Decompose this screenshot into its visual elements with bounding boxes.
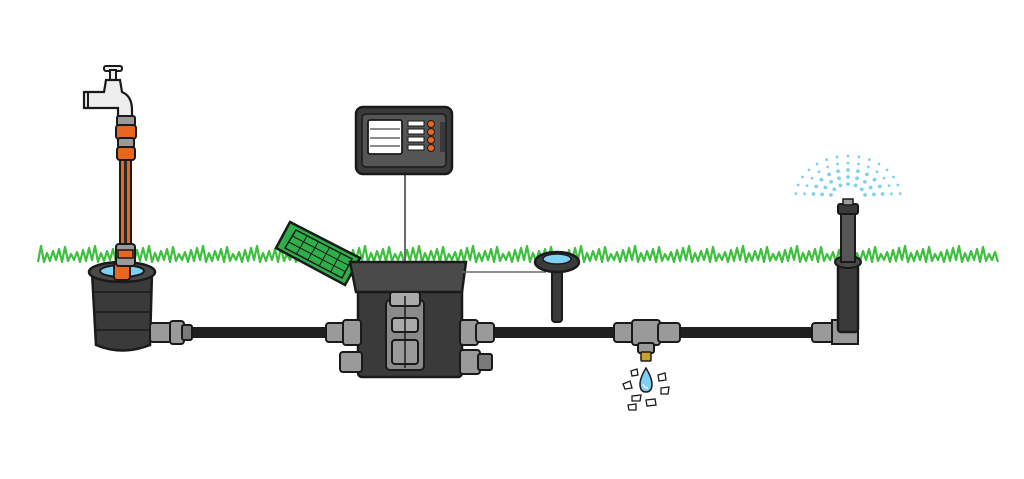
spray-dot xyxy=(823,185,828,190)
spray-dot xyxy=(877,162,881,166)
spray-dot xyxy=(801,175,804,179)
spray-dot xyxy=(846,175,850,179)
spray-dot xyxy=(865,172,869,177)
garden-hose xyxy=(115,157,136,267)
irrigation-controller xyxy=(354,105,454,262)
spray-dot xyxy=(857,155,861,159)
spray-dot xyxy=(829,193,833,197)
spray-dot xyxy=(832,187,837,192)
spray-dot xyxy=(856,169,860,174)
spray-dot xyxy=(810,176,814,180)
spray-dot xyxy=(820,192,824,197)
main-pipe xyxy=(150,327,850,338)
spray-dot xyxy=(859,187,864,192)
spray-dot xyxy=(890,192,893,196)
spray-dot xyxy=(836,169,840,174)
spray-dot xyxy=(826,165,830,169)
spray-dot xyxy=(898,192,902,196)
brass-drain-nozzle xyxy=(640,351,652,362)
spray-dot xyxy=(887,184,891,188)
spray-dot xyxy=(853,183,858,188)
spray-dot xyxy=(892,175,895,179)
grass-line xyxy=(36,244,1000,264)
sprinkler-spray xyxy=(794,154,902,197)
spray-dot xyxy=(796,183,800,187)
spray-dot xyxy=(868,185,873,190)
water-tap xyxy=(82,65,137,161)
drain-water-drop xyxy=(639,366,653,393)
pop-up-sprinkler xyxy=(811,198,862,345)
spray-dot xyxy=(885,168,889,172)
spray-dot xyxy=(882,176,886,180)
soil-moisture-sensor xyxy=(533,250,581,323)
internal-valves xyxy=(385,291,425,371)
spray-dot xyxy=(875,170,879,174)
spray-dot xyxy=(863,193,867,197)
spray-dot xyxy=(868,158,871,162)
spray-dot xyxy=(815,162,819,166)
drain-valve xyxy=(613,319,681,362)
spray-dot xyxy=(827,172,831,177)
spray-dot xyxy=(814,184,819,189)
water-connection-box xyxy=(87,260,193,352)
spray-dot xyxy=(805,184,809,188)
spray-dot xyxy=(846,161,850,165)
spray-dot xyxy=(855,176,859,181)
spray-dot xyxy=(829,180,833,184)
spray-dot xyxy=(836,162,839,166)
spray-dot xyxy=(835,155,839,159)
spray-dot xyxy=(877,184,882,189)
spray-dot xyxy=(846,182,850,186)
drain-stones xyxy=(622,368,670,411)
valve-box xyxy=(274,220,546,379)
spray-dot xyxy=(863,180,867,184)
spray-dot xyxy=(825,158,828,162)
spray-dot xyxy=(846,168,850,172)
valve-box-lid xyxy=(274,220,362,287)
spray-dot xyxy=(794,192,798,196)
spray-dot xyxy=(807,168,811,172)
spray-dot xyxy=(872,177,877,182)
spray-dot xyxy=(846,154,850,158)
spray-dot xyxy=(880,192,885,196)
spray-dot xyxy=(817,170,821,174)
spray-dot xyxy=(838,183,843,188)
spray-dot xyxy=(866,165,870,169)
spray-dot xyxy=(857,162,860,166)
controller-screen xyxy=(367,119,403,155)
spray-dot xyxy=(872,192,876,197)
spray-dot xyxy=(896,183,900,187)
controller-buttons xyxy=(407,120,435,152)
spray-dot xyxy=(819,177,824,182)
spray-dot xyxy=(803,192,806,196)
spray-dot xyxy=(811,192,816,196)
spray-dot xyxy=(837,176,841,181)
